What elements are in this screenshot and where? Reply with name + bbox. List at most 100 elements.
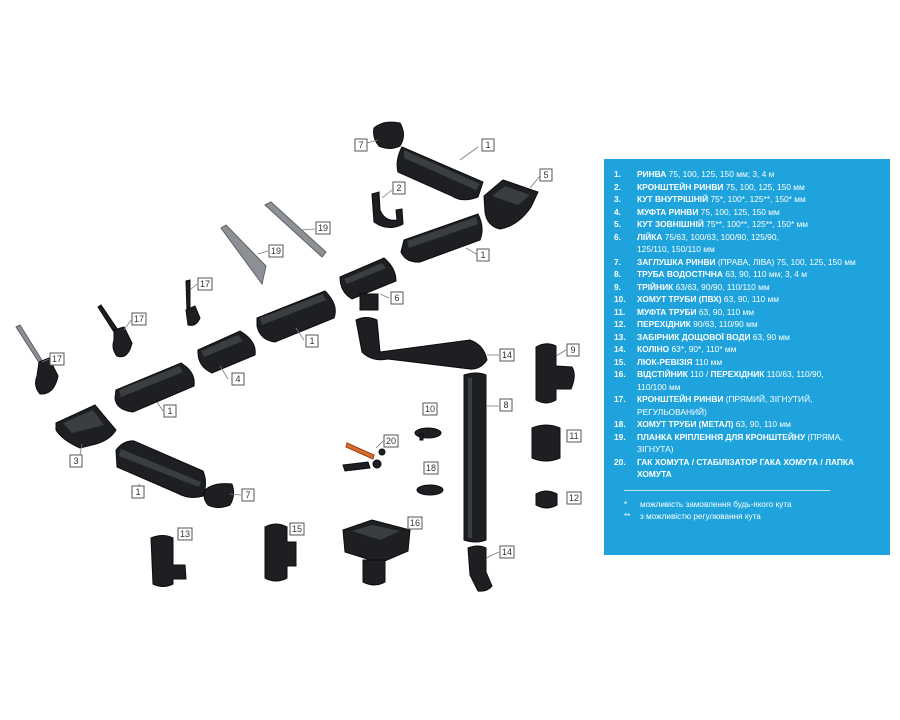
callout-tag: 1 bbox=[305, 334, 319, 348]
svg-text:4: 4 bbox=[235, 374, 240, 384]
legend-row: 1.РИНВА 75, 100, 125, 150 мм; 3, 4 м bbox=[614, 169, 775, 179]
callout-tag: 14 bbox=[499, 545, 515, 559]
gutter-section bbox=[256, 290, 336, 343]
svg-text:17: 17 bbox=[52, 354, 62, 364]
gutter-end-cap bbox=[203, 483, 235, 508]
downpipe-elbow bbox=[355, 317, 488, 370]
legend-divider bbox=[624, 489, 830, 491]
callout-tag: 1 bbox=[476, 248, 490, 262]
svg-text:12: 12 bbox=[569, 493, 579, 503]
svg-text:11: 11 bbox=[569, 431, 578, 441]
gutter-section bbox=[400, 213, 483, 263]
legend-row: РЕГУЛЬОВАНИЙ) bbox=[637, 406, 707, 417]
svg-text:19: 19 bbox=[271, 246, 281, 256]
legend-row: 20.ГАК ХОМУТА / СТАБІЛІЗАТОР ГАКА ХОМУТА… bbox=[614, 456, 855, 467]
pipe-tee bbox=[535, 343, 575, 404]
pipe-coupling bbox=[531, 424, 561, 462]
legend-row: 14.КОЛІНО 63*, 90*, 110* мм bbox=[614, 344, 737, 354]
svg-text:18: 18 bbox=[426, 463, 436, 473]
svg-text:10: 10 bbox=[425, 404, 435, 414]
legend-row: 12.ПЕРЕХІДНИК 90/63, 110/90 мм bbox=[614, 319, 758, 329]
svg-text:15: 15 bbox=[292, 524, 302, 534]
clamp-hook-stabilizer bbox=[342, 442, 386, 472]
svg-text:19: 19 bbox=[318, 223, 328, 233]
callout-tag: 17 bbox=[197, 277, 213, 291]
svg-text:13: 13 bbox=[180, 529, 190, 539]
callout-tag: 8 bbox=[499, 398, 513, 412]
legend-row: 13.ЗАБІРНИК ДОЩОВОЇ ВОДИ 63, 90 мм bbox=[614, 331, 790, 342]
sediment-trap bbox=[342, 519, 411, 586]
svg-text:1: 1 bbox=[309, 336, 314, 346]
svg-text:17: 17 bbox=[134, 314, 144, 324]
leader-lines bbox=[41, 139, 567, 559]
callout-tag: 1 bbox=[131, 485, 145, 499]
legend-row: ХОМУТА bbox=[637, 469, 672, 479]
callout-tag: 12 bbox=[566, 491, 582, 505]
svg-text:1: 1 bbox=[485, 140, 490, 150]
callout-tag: 3 bbox=[69, 454, 83, 468]
callout-tag: 1 bbox=[481, 138, 495, 152]
gutter-section bbox=[115, 440, 206, 498]
legend-row: 6.ЛІЙКА 75/63, 100/63, 100/90, 125/90, bbox=[614, 231, 779, 242]
callout-tag: 15 bbox=[289, 522, 305, 536]
svg-text:14: 14 bbox=[502, 547, 512, 557]
callout-tag: 7 bbox=[241, 488, 255, 502]
pipe-reducer bbox=[535, 490, 558, 509]
svg-text:17: 17 bbox=[200, 279, 210, 289]
legend-row: 9.ТРІЙНИК 63/63, 90/90, 110/110 мм bbox=[614, 281, 770, 292]
legend-row: 3.КУТ ВНУТРІШНІЙ 75*, 100*, 125**, 150* … bbox=[614, 194, 806, 204]
callout-tag: 19 bbox=[268, 244, 284, 258]
callout-tag: 2 bbox=[392, 181, 406, 195]
svg-text:6: 6 bbox=[394, 293, 399, 303]
callout-tag: 1 bbox=[163, 404, 177, 418]
legend-row: 110/100 мм bbox=[637, 381, 681, 392]
pipe-clamp-metal bbox=[416, 484, 444, 496]
pipe-elbow-bottom bbox=[467, 545, 493, 592]
legend-row: 4.МУФТА РИНВИ 75, 100, 125, 150 мм bbox=[614, 206, 780, 217]
bracket-fixing-strip bbox=[220, 201, 327, 286]
gutter-section bbox=[396, 146, 484, 201]
callout-tag: 20 bbox=[383, 434, 399, 448]
svg-text:5: 5 bbox=[543, 170, 548, 180]
legend-row: 15.ЛЮК-РЕВІЗІЯ 110 мм bbox=[614, 356, 723, 367]
callout-tag: 17 bbox=[49, 352, 65, 366]
legend-row: 10.ХОМУТ ТРУБИ (ПВХ) 63, 90, 110 мм bbox=[614, 294, 780, 304]
svg-text:9: 9 bbox=[570, 345, 575, 355]
legend-note: **з можливістю регулювання кута bbox=[624, 512, 761, 521]
gutter-outer-corner bbox=[483, 179, 539, 230]
svg-text:1: 1 bbox=[167, 406, 172, 416]
legend-note: *можливість замовлення будь-якого кута bbox=[624, 499, 792, 509]
callout-tag: 4 bbox=[231, 372, 245, 386]
callout-tag: 17 bbox=[131, 312, 147, 326]
gutter-end-cap bbox=[373, 121, 404, 149]
svg-text:2: 2 bbox=[396, 183, 401, 193]
svg-text:1: 1 bbox=[480, 250, 485, 260]
legend-row: 11.МУФТА ТРУБИ 63, 90, 110 мм bbox=[614, 306, 754, 317]
legend-row: 5.КУТ ЗОВНІШНІЙ 75**, 100**, 125**, 150*… bbox=[614, 219, 809, 229]
callout-tag: 18 bbox=[423, 461, 439, 475]
legend-row: 8.ТРУБА ВОДОСТІЧНА 63, 90, 110 мм; 3, 4 … bbox=[614, 269, 808, 279]
pipe-clamp-pvc bbox=[414, 427, 442, 441]
gutter-bracket-long bbox=[15, 279, 201, 395]
callout-tag: 10 bbox=[422, 402, 438, 416]
gutter-bracket bbox=[371, 191, 404, 228]
callout-tag: 13 bbox=[177, 527, 193, 541]
callout-tag: 7 bbox=[354, 138, 368, 152]
svg-text:16: 16 bbox=[410, 518, 420, 528]
legend-row: 18.ХОМУТ ТРУБИ (МЕТАЛ) 63, 90, 110 мм bbox=[614, 419, 791, 429]
gutter-coupling bbox=[197, 330, 256, 374]
legend-row: 125/110, 150/110 мм bbox=[637, 244, 715, 254]
svg-text:8: 8 bbox=[503, 400, 508, 410]
svg-text:7: 7 bbox=[245, 490, 250, 500]
downpipe bbox=[463, 372, 487, 543]
svg-text:1: 1 bbox=[135, 487, 140, 497]
callout-tag: 5 bbox=[539, 168, 553, 182]
legend-row: 7.ЗАГЛУШКА РИНВИ (ПРАВА, ЛІВА) 75, 100, … bbox=[614, 256, 856, 267]
legend-row: ЗІГНУТА) bbox=[637, 444, 674, 454]
callout-tag: 14 bbox=[499, 348, 515, 362]
legend-row: 17.КРОНШТЕЙН РИНВИ (ПРЯМИЙ, ЗІГНУТИЙ, bbox=[614, 394, 813, 404]
rainwater-collector bbox=[150, 535, 187, 587]
gutter-inner-corner bbox=[55, 404, 117, 449]
gutter-section bbox=[114, 362, 195, 413]
